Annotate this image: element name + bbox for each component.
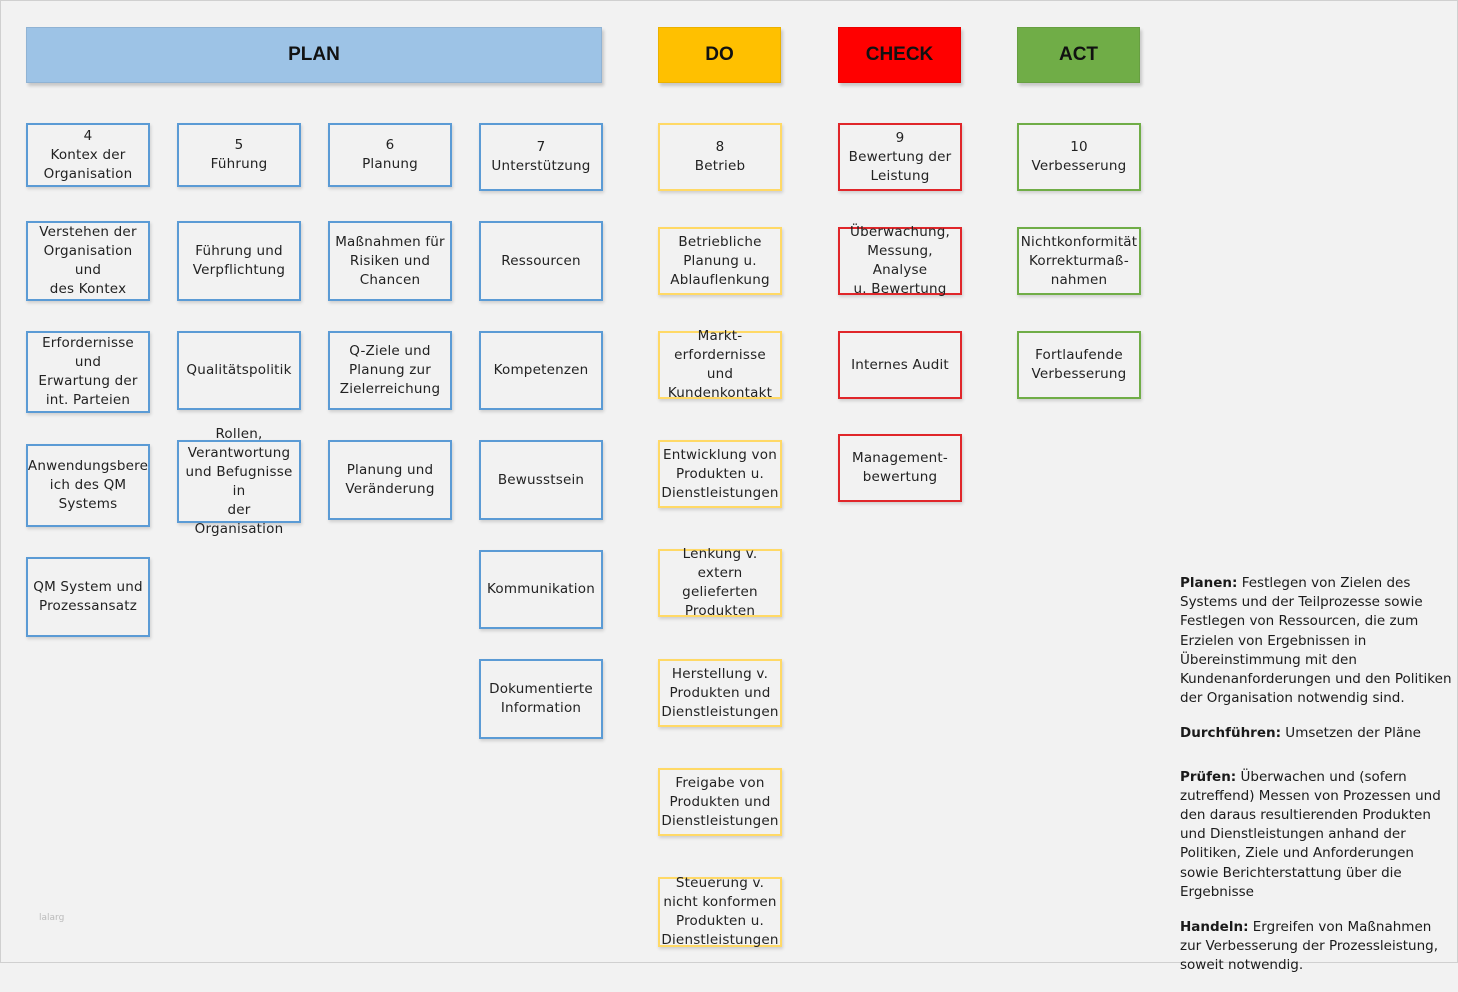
box-fortlaufende-verbesserung: Fortlaufende Verbesserung: [1017, 331, 1141, 399]
box-fuehrung: 5 Führung: [177, 123, 301, 187]
watermark: lalarg: [39, 913, 65, 923]
box-managementbewertung: Management- bewertung: [838, 434, 962, 502]
box-herstellung: Herstellung v. Produkten und Dienstleist…: [658, 659, 782, 727]
legend-pruefen-text: Überwachen und (sofern zutreffend) Messe…: [1180, 768, 1441, 900]
box-fuehrung-verpflichtung: Führung und Verpflichtung: [177, 221, 301, 301]
box-q-ziele: Q-Ziele und Planung zur Zielerreichung: [328, 331, 452, 410]
box-qm-system-prozessansatz: QM System und Prozessansatz: [26, 557, 150, 637]
box-internes-audit: Internes Audit: [838, 331, 962, 399]
legend-durchfuehren-text: Umsetzen der Pläne: [1281, 725, 1421, 742]
legend-planen-text: Festlegen von Zielen des Systems und der…: [1180, 575, 1452, 707]
legend-pruefen: Prüfen: Überwachen und (sofern zutreffen…: [1180, 768, 1455, 902]
header-do: DO: [658, 27, 781, 83]
box-qualitaetspolitik: Qualitätspolitik: [177, 331, 301, 410]
legend-planen: Planen: Festlegen von Zielen des Systems…: [1180, 574, 1455, 708]
header-act: ACT: [1017, 27, 1140, 83]
box-kommunikation: Kommunikation: [479, 550, 603, 629]
box-planung-veraenderung: Planung und Veränderung: [328, 440, 452, 520]
box-verbesserung: 10 Verbesserung: [1017, 123, 1141, 191]
box-massnahmen-risiken: Maßnahmen für Risiken und Chancen: [328, 221, 452, 301]
box-nichtkonformitaet: Nichtkonformität Korrekturmaß- nahmen: [1017, 227, 1141, 295]
box-bewusstsein: Bewusstsein: [479, 440, 603, 520]
legend-durchfuehren-term: Durchführen:: [1180, 725, 1282, 742]
box-kontext-der-organisation: 4 Kontex der Organisation: [26, 123, 150, 187]
legend-handeln: Handeln: Ergreifen von Maßnahmen zur Ver…: [1180, 918, 1455, 976]
box-kompetenzen: Kompetenzen: [479, 331, 603, 410]
box-ueberwachung-messung: Überwachung, Messung, Analyse u. Bewertu…: [838, 224, 962, 297]
box-dokumentierte-information: Dokumentierte Information: [479, 659, 603, 739]
header-plan: PLAN: [26, 27, 602, 83]
box-steuerung-nicht-konform: Steuerung v. nicht konformen Produkten u…: [658, 875, 782, 948]
box-ressourcen: Ressourcen: [479, 221, 603, 301]
box-freigabe: Freigabe von Produkten und Dienstleistun…: [658, 768, 782, 836]
header-check: CHECK: [838, 27, 961, 83]
legend-durchfuehren: Durchführen: Umsetzen der Pläne: [1180, 724, 1455, 743]
legend-handeln-term: Handeln:: [1180, 919, 1249, 936]
legend-planen-term: Planen:: [1180, 575, 1238, 591]
box-rollen-verantwortung: Rollen, Verantwortung und Befugnisse in …: [177, 426, 301, 537]
box-entwicklung: Entwicklung von Produkten u. Dienstleist…: [658, 440, 782, 508]
box-planung: 6 Planung: [328, 123, 452, 187]
box-verstehen-der-organisation: Verstehen der Organisation und des Konte…: [26, 221, 150, 301]
box-bewertung-der-leistung: 9 Bewertung der Leistung: [838, 123, 962, 191]
legend-text: Planen: Festlegen von Zielen des Systems…: [1180, 574, 1455, 992]
legend-pruefen-term: Prüfen:: [1180, 768, 1237, 785]
box-lenkung-extern: Lenkung v. extern gelieferten Produkten: [658, 546, 782, 619]
box-betrieb: 8 Betrieb: [658, 123, 782, 191]
box-erfordernisse-int-parteien: Erfordernisse und Erwartung der int. Par…: [26, 331, 150, 413]
box-markterfordernisse: Markt- erfordernisse und Kundenkontakt: [658, 328, 782, 401]
box-anwendungsbereich: Anwendungsbere ich des QM Systems: [26, 444, 150, 527]
box-betriebliche-planung: Betriebliche Planung u. Ablauflenkung: [658, 227, 782, 295]
box-unterstuetzung: 7 Unterstützung: [479, 123, 603, 191]
